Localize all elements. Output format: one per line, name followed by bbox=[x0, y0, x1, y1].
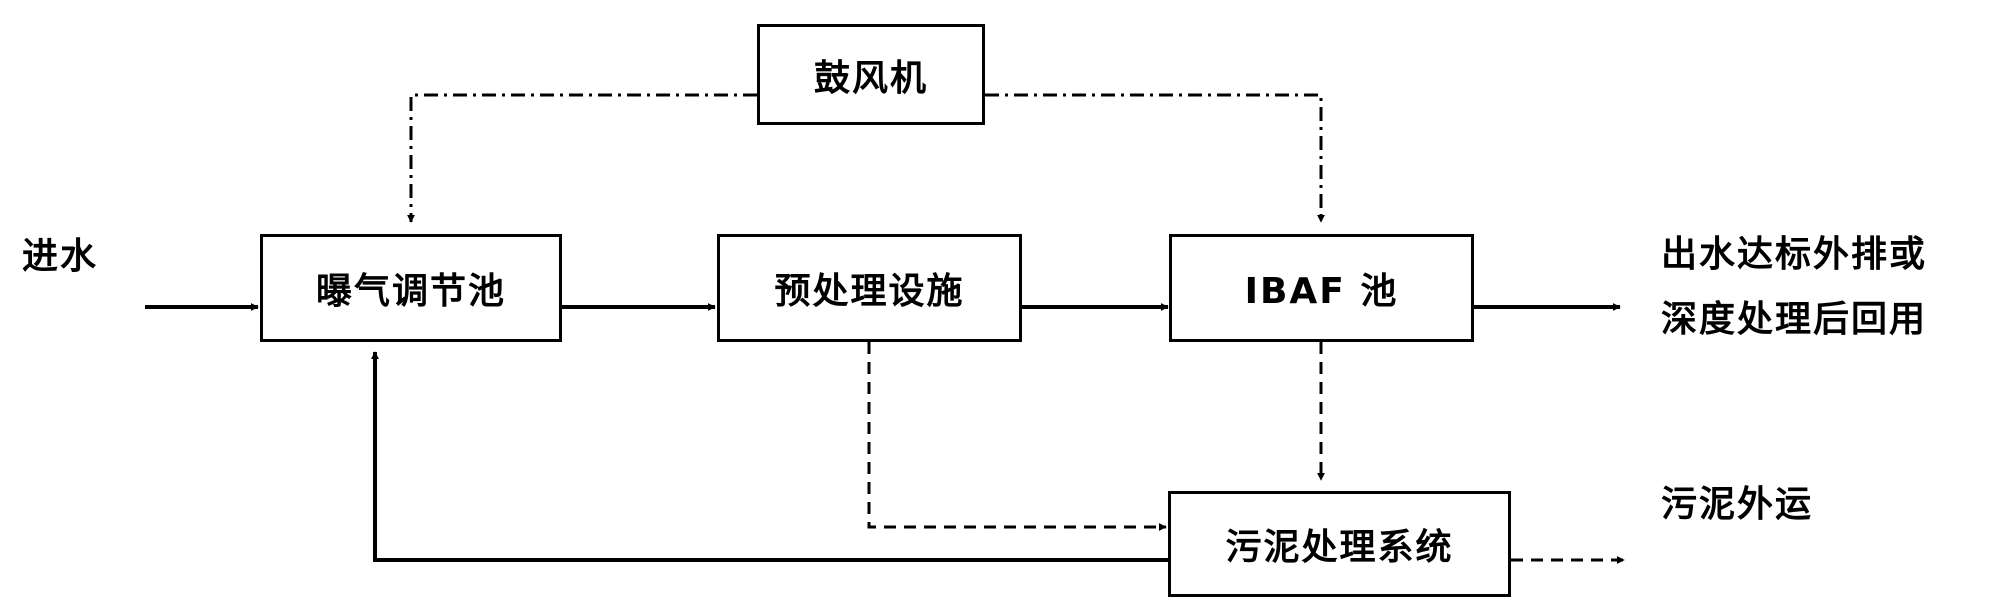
air-line-to-aeration-tank bbox=[407, 93, 757, 223]
sludge-out-label: 污泥外运 bbox=[1661, 484, 1814, 525]
inflow-label: 进水 bbox=[22, 236, 99, 277]
blower-box: 鼓风机 bbox=[757, 24, 985, 125]
sludge-system-label: 污泥处理系统 bbox=[1225, 527, 1454, 568]
return-line-to-aeration-tank bbox=[371, 351, 1171, 562]
air-line-to-ibaf bbox=[985, 93, 1325, 223]
outflow-label-line1: 出水达标外排或 bbox=[1661, 234, 1928, 275]
aeration-tank-box: 曝气调节池 bbox=[260, 234, 562, 342]
ibaf-label: IBAF 池 bbox=[1244, 271, 1399, 312]
sludge-line-from-pretreatment bbox=[867, 342, 1167, 531]
ibaf-box: IBAF 池 bbox=[1169, 234, 1474, 342]
sludge-system-box: 污泥处理系统 bbox=[1168, 491, 1511, 597]
outflow-label-line2: 深度处理后回用 bbox=[1661, 299, 1928, 340]
aeration-tank-label: 曝气调节池 bbox=[315, 271, 506, 312]
pretreatment-label: 预处理设施 bbox=[774, 271, 965, 312]
blower-label: 鼓风机 bbox=[813, 57, 928, 99]
pretreatment-box: 预处理设施 bbox=[717, 234, 1022, 342]
